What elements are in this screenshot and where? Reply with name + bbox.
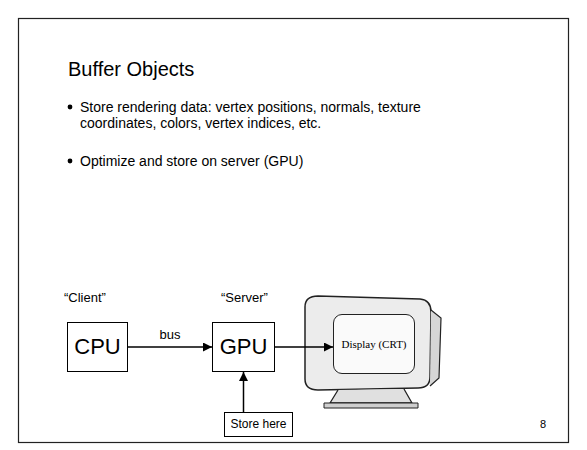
storage-box: Store here: [224, 412, 293, 437]
role-label: “Server”: [221, 291, 311, 306]
monitor-side: [430, 310, 441, 386]
monitor-illustration: [305, 296, 441, 408]
page-number: 8: [540, 418, 560, 431]
bullet-text: Store rendering data: vertex positions, …: [80, 99, 480, 131]
monitor-stand: [330, 389, 412, 403]
display-screen: Display (CRT): [333, 314, 415, 374]
arrow-connector: [243, 372, 245, 412]
slide-frame: [19, 19, 569, 443]
role-label: “Client”: [64, 291, 154, 306]
box-text: Display (CRT): [341, 337, 406, 351]
bullet-dot: [68, 105, 73, 110]
gpu-box: GPU: [212, 322, 275, 372]
cpu-box: CPU: [67, 322, 128, 372]
edge-label: bus: [158, 327, 183, 342]
monitor-body: [305, 296, 431, 390]
box-text: GPU: [220, 334, 268, 359]
arrow-connector: [275, 346, 333, 348]
arrow-connector: [128, 346, 212, 348]
bullet-dot: [68, 159, 73, 164]
bullet-text: Optimize and store on server (GPU): [80, 153, 480, 169]
monitor-base: [324, 403, 418, 408]
slide-title: Buffer Objects: [68, 58, 194, 81]
box-text: Store here: [230, 418, 286, 432]
box-text: CPU: [74, 334, 120, 359]
